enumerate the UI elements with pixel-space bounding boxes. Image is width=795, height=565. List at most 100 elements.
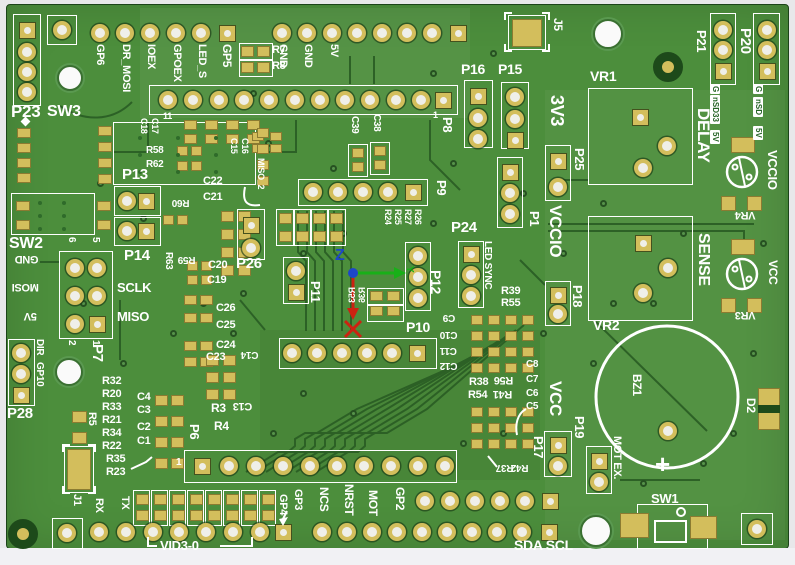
silk-label-r54: R54 [468, 389, 488, 401]
sw3-dot [138, 170, 142, 174]
via [500, 430, 507, 437]
silk-label-gpoex: GPOEX [171, 44, 183, 82]
smd-pad [226, 120, 239, 130]
through-hole-pin [224, 523, 242, 541]
smd-pad [721, 196, 736, 211]
through-hole-pin [758, 21, 776, 39]
silk-label-r32: R32 [102, 375, 122, 387]
silk-label-r38: R38 [469, 376, 489, 388]
smd-pad [505, 331, 517, 341]
through-hole-pin [191, 24, 210, 42]
square-pad [404, 183, 422, 201]
smd-pad [731, 137, 755, 153]
smd-pad [257, 144, 269, 154]
sw2-dot [62, 201, 66, 205]
smd-pad [522, 347, 534, 357]
smd-pad [172, 510, 185, 521]
smd-pad [313, 213, 326, 224]
silk-label-gp3: GP3 [292, 489, 304, 511]
silk-label-p7: P7 [89, 344, 106, 362]
square-pad [506, 131, 524, 149]
smd-pad [155, 437, 168, 448]
plated-hole [8, 519, 38, 549]
silk-label-c7: C7 [526, 374, 539, 385]
square-pad [137, 192, 155, 210]
smd-pad [352, 162, 364, 172]
smd-pad [221, 265, 234, 276]
through-hole-pin [283, 344, 301, 362]
smd-pad [208, 494, 221, 505]
through-hole-pin [462, 287, 480, 305]
square-pad [449, 24, 467, 42]
through-hole-pin [549, 305, 567, 323]
outline-p17 [544, 431, 572, 477]
smd-pad [190, 510, 203, 521]
smd-pad [257, 62, 270, 73]
silk-label-r56: R56 [494, 374, 514, 386]
board-edge-strip [0, 548, 795, 565]
smd-outline [327, 209, 346, 246]
through-hole-pin [91, 24, 109, 42]
through-hole-pin [166, 24, 185, 42]
smd-pad [747, 196, 762, 211]
sw2-dot [38, 227, 42, 231]
smd-pad [471, 407, 483, 417]
through-hole-pin [501, 205, 519, 223]
smd-outline [276, 209, 295, 246]
through-hole-pin [355, 457, 373, 475]
silk-label-c11: C11 [440, 345, 457, 356]
smd-pad [241, 62, 254, 73]
smd-pad [155, 416, 168, 427]
through-hole-pin [758, 41, 776, 59]
smd-pad [241, 46, 254, 57]
silk-label-nsd33: nSD33 [710, 95, 720, 124]
silk-label-r21: R21 [102, 414, 122, 426]
silk-label-c38: C38 [371, 114, 382, 132]
via [330, 165, 337, 172]
through-hole-pin [358, 344, 376, 362]
via [170, 330, 177, 337]
silk-label-r39: R39 [501, 285, 521, 297]
silk-label-5: 5 [90, 237, 101, 243]
through-hole-pin [488, 523, 506, 541]
silk-label-gp6: GP6 [94, 44, 106, 66]
smd-pad [279, 231, 292, 242]
silk-label-c26: C26 [216, 302, 236, 314]
smd-outline [370, 142, 390, 175]
outline-p24 [458, 241, 484, 308]
via [560, 250, 567, 257]
smd-pad [257, 176, 269, 186]
square-pad [631, 108, 649, 126]
through-hole-pin [273, 24, 291, 42]
outline-p11 [283, 257, 309, 304]
smd-pad [238, 265, 251, 276]
vid-bracket-right [220, 537, 253, 547]
silk-label-p20: P20 [737, 28, 754, 54]
outline-vr1 [588, 88, 693, 185]
through-hole-pin [260, 91, 279, 109]
through-hole-pin [436, 457, 454, 475]
sw3-dot [214, 170, 218, 174]
through-hole-pin [274, 457, 292, 475]
silk-label-sclk: SCLK [117, 280, 152, 295]
smd-pad [352, 148, 364, 158]
buzzer-outline [594, 324, 740, 470]
silk-label-gp2: GP2 [393, 487, 407, 511]
silk-label-r24: R24 [383, 209, 393, 225]
through-hole-pin [338, 523, 356, 541]
outline-j1 [64, 446, 94, 493]
sw2-dot [38, 201, 42, 205]
outline-p1 [497, 157, 523, 228]
silk-label-p18: P18 [570, 285, 585, 308]
via [460, 440, 467, 447]
square-pad [193, 457, 211, 475]
smd-pad [505, 407, 517, 417]
via [760, 240, 767, 247]
silk-label-led-sync: LED SYNC [482, 241, 493, 290]
silk-label-5v: 5V [24, 310, 37, 322]
silk-label-p11: P11 [308, 281, 323, 303]
via [490, 50, 497, 57]
silk-label-p21: P21 [694, 30, 709, 53]
square-pad [242, 216, 260, 234]
